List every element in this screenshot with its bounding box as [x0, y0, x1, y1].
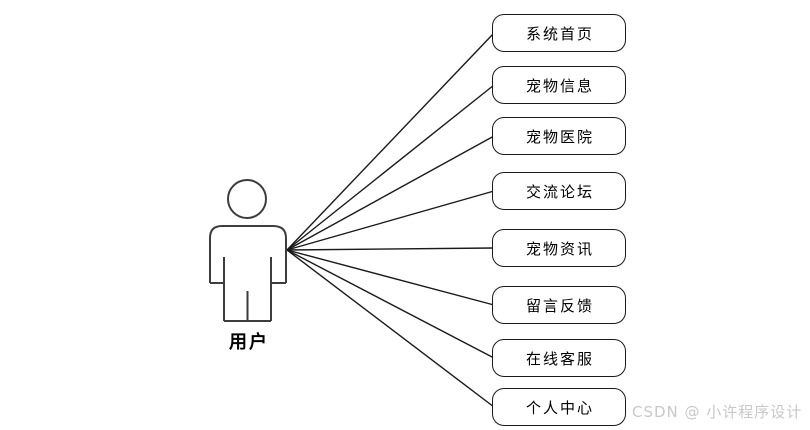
usecase-label: 宠物信息 [525, 76, 594, 95]
actor-head [227, 179, 267, 219]
usecase-box: 宠物资讯 [492, 229, 626, 267]
usecase-label: 系统首页 [525, 24, 594, 43]
usecase-label: 个人中心 [525, 398, 594, 417]
usecase-label: 宠物资讯 [525, 239, 594, 258]
association-line [286, 84, 495, 251]
association-line [286, 190, 495, 251]
usecase-label: 在线客服 [525, 349, 594, 368]
watermark: CSDN @ 小许程序设计 [632, 403, 803, 421]
association-line [286, 249, 495, 408]
usecase-box: 系统首页 [492, 14, 626, 52]
usecase-box: 宠物信息 [492, 66, 626, 104]
usecase-label: 交流论坛 [525, 182, 594, 201]
actor-label: 用户 [229, 332, 269, 353]
association-line [286, 32, 495, 251]
association-line [286, 135, 495, 251]
usecase-label: 留言反馈 [525, 296, 594, 315]
usecase-box: 留言反馈 [492, 286, 626, 324]
association-line [286, 249, 495, 359]
association-line [286, 249, 495, 306]
usecase-box: 个人中心 [492, 388, 626, 426]
person-outline-icon [209, 179, 287, 322]
usecase-box: 宠物医院 [492, 117, 626, 155]
association-line [286, 247, 495, 251]
usecase-box: 交流论坛 [492, 172, 626, 210]
actor-body [209, 225, 287, 322]
usecase-label: 宠物医院 [525, 127, 594, 146]
usecase-box: 在线客服 [492, 339, 626, 377]
association-lines [286, 32, 495, 408]
